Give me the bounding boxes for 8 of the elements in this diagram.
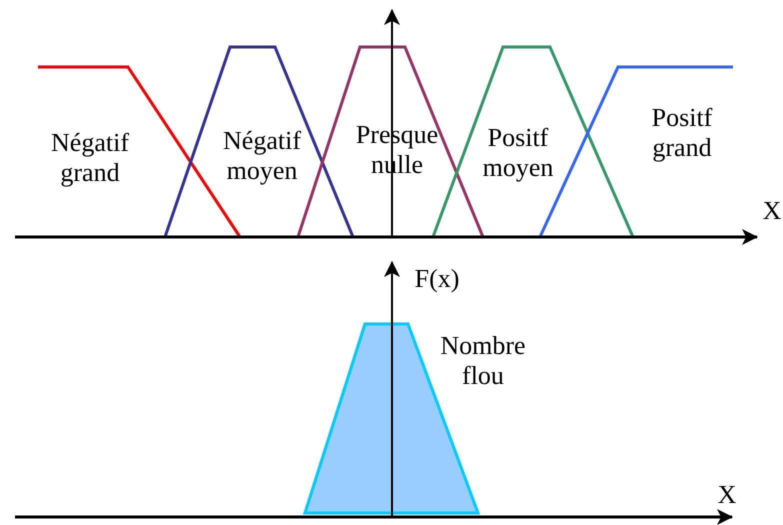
- term-label: Positf moyen: [482, 123, 554, 183]
- term-label: Nombre flou: [440, 331, 526, 391]
- term-label: Positf grand: [652, 103, 712, 163]
- axis-label: F(x): [414, 264, 460, 294]
- axis-label: X: [718, 480, 736, 510]
- term-label: Négatif moyen: [223, 126, 301, 186]
- axis-label: X: [762, 196, 782, 226]
- term-label: Négatif grand: [51, 128, 129, 188]
